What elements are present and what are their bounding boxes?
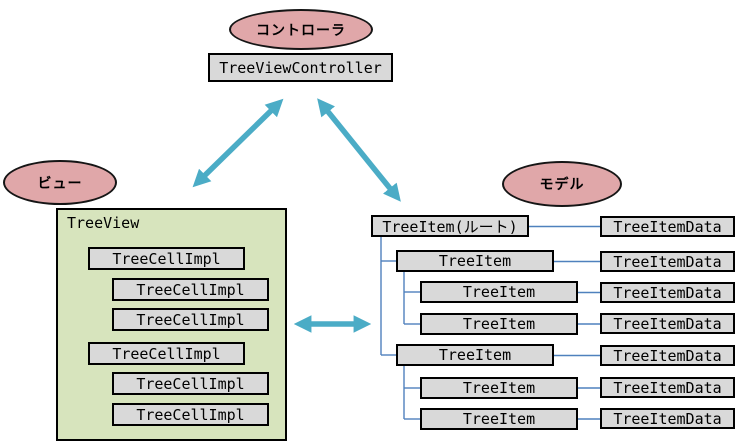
treeitemdata-label: TreeItemData bbox=[613, 409, 722, 428]
treeitem-box-6: TreeItem bbox=[420, 377, 578, 399]
treecell-box-4: TreeCellImpl bbox=[88, 342, 245, 365]
treeitemdata-box-3: TreeItemData bbox=[600, 282, 735, 303]
treeitem-label: TreeItem(ルート) bbox=[382, 217, 518, 236]
treecell-box-5: TreeCellImpl bbox=[112, 372, 269, 395]
treeitem-label: TreeItem bbox=[438, 346, 512, 364]
model-tree-connectors bbox=[380, 237, 420, 420]
treeitemdata-label: TreeItemData bbox=[613, 217, 722, 236]
treeview-label: TreeView bbox=[67, 214, 140, 232]
treeitem-box-4: TreeItem bbox=[420, 313, 578, 335]
treeitem-label: TreeItem bbox=[462, 410, 536, 428]
treeitemdata-box-1: TreeItemData bbox=[600, 216, 735, 237]
treecell-box-6: TreeCellImpl bbox=[112, 403, 269, 426]
arrow-controller-view bbox=[192, 98, 284, 188]
treeitemdata-box-4: TreeItemData bbox=[600, 313, 735, 334]
treeviewcontroller-box: TreeViewController bbox=[208, 53, 393, 82]
item-to-data-links bbox=[529, 225, 600, 420]
treeitemdata-label: TreeItemData bbox=[613, 252, 722, 271]
treecell-label: TreeCellImpl bbox=[112, 344, 221, 363]
treeitemdata-box-5: TreeItemData bbox=[600, 345, 735, 366]
treeitem-box-2: TreeItem bbox=[396, 250, 554, 272]
treecell-box-2: TreeCellImpl bbox=[112, 278, 269, 301]
treeitemdata-label: TreeItemData bbox=[613, 283, 722, 302]
treecell-box-1: TreeCellImpl bbox=[88, 247, 245, 270]
controller-ellipse-label: コントローラ bbox=[256, 22, 346, 39]
treecell-label: TreeCellImpl bbox=[112, 249, 221, 268]
treecell-label: TreeCellImpl bbox=[136, 374, 245, 393]
treeitem-label: TreeItem bbox=[462, 379, 536, 397]
treeitem-box-7: TreeItem bbox=[420, 408, 578, 430]
arrow-controller-model bbox=[317, 98, 401, 202]
treeitemdata-box-6: TreeItemData bbox=[600, 377, 735, 398]
treeviewcontroller-label: TreeViewController bbox=[219, 58, 382, 77]
treecell-box-3: TreeCellImpl bbox=[112, 308, 269, 331]
treeitem-label: TreeItem bbox=[462, 315, 536, 333]
controller-ellipse: コントローラ bbox=[229, 9, 373, 50]
view-ellipse: ビュー bbox=[3, 160, 117, 205]
treeitem-box-3: TreeItem bbox=[420, 281, 578, 303]
treeitemdata-label: TreeItemData bbox=[613, 346, 722, 365]
treeitemdata-box-2: TreeItemData bbox=[600, 251, 735, 272]
treeitem-label: TreeItem bbox=[462, 283, 536, 301]
treecell-label: TreeCellImpl bbox=[136, 405, 245, 424]
treecell-label: TreeCellImpl bbox=[136, 280, 245, 299]
treeitemdata-box-7: TreeItemData bbox=[600, 408, 735, 429]
treeitemdata-label: TreeItemData bbox=[613, 314, 722, 333]
model-ellipse: モデル bbox=[502, 161, 622, 207]
treeitem-root-box: TreeItem(ルート) bbox=[371, 215, 529, 237]
model-ellipse-label: モデル bbox=[539, 177, 585, 193]
treeitem-label: TreeItem bbox=[438, 252, 512, 270]
view-ellipse-label: ビュー bbox=[37, 175, 83, 192]
treeitemdata-label: TreeItemData bbox=[613, 378, 722, 397]
treecell-label: TreeCellImpl bbox=[136, 310, 245, 329]
treeitem-box-5: TreeItem bbox=[396, 344, 554, 366]
